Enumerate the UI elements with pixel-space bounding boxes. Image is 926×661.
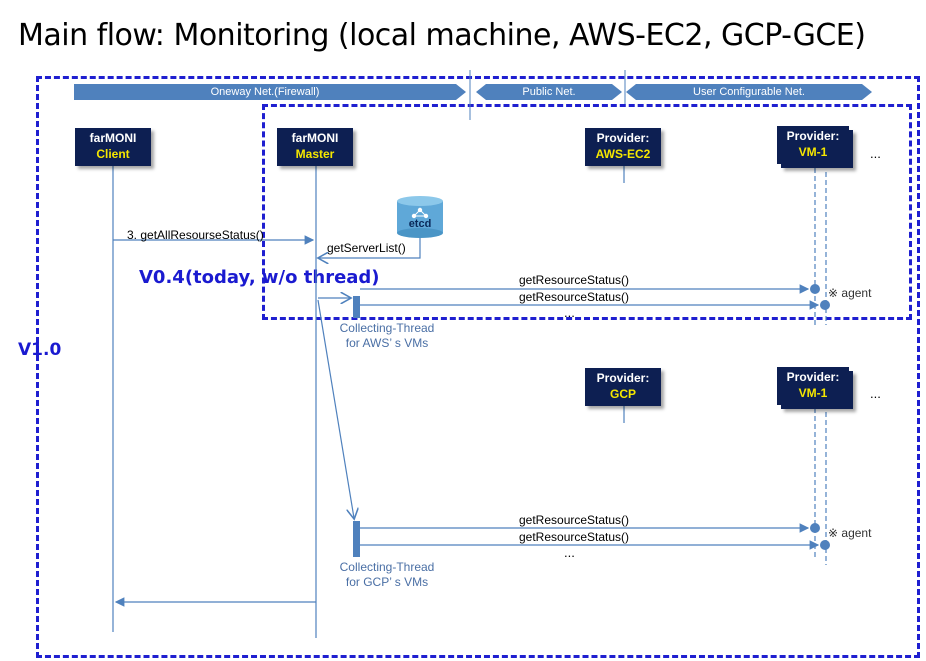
master-actor-line2: Master — [295, 147, 335, 161]
vm1-bottom-line2: VM-1 — [798, 386, 828, 400]
gcp-thread-activation — [353, 521, 360, 557]
agent-node-bottom-2 — [820, 540, 830, 550]
gcp-provider-line1: Provider: — [596, 371, 650, 385]
master-actor: farMONI Master — [277, 128, 353, 166]
spawn-gcp-thread-arrow — [317, 299, 354, 518]
vm1-bottom-line1: Provider: — [786, 370, 840, 384]
oneway-net-band — [74, 84, 466, 100]
gcp-resource-label-2: getResourceStatus() — [519, 530, 630, 544]
gcp-resource-label-1: getResourceStatus() — [519, 513, 630, 527]
aws-provider-line2: AWS-EC2 — [595, 147, 651, 161]
v1-scope-frame — [36, 76, 920, 658]
vm-bottom-ellipsis: ... — [870, 386, 881, 401]
get-server-list-arrow — [319, 232, 421, 258]
gcp-provider-line2: GCP — [609, 387, 636, 401]
vm1-top-actor: Provider: VM-1 — [777, 126, 849, 164]
vm1-bottom-actor: Provider: VM-1 — [777, 367, 849, 405]
aws-resource-label-2: getResourceStatus() — [519, 290, 630, 304]
oneway-net-label: Oneway Net.(Firewall) — [210, 86, 320, 98]
diagram-title: Main flow: Monitoring (local machine, AW… — [18, 18, 866, 53]
aws-resource-label-1: getResourceStatus() — [519, 273, 630, 287]
aws-provider-line1: Provider: — [596, 131, 650, 145]
client-actor-line2: Client — [96, 147, 130, 161]
aws-thread-label: Collecting-Thread for AWS’ s VMs — [330, 321, 444, 351]
v10-scope-label: V1.0 — [18, 340, 62, 360]
user-net-band — [626, 84, 872, 100]
aws-thread-label-line2: for AWS’ s VMs — [345, 336, 429, 350]
agent-node-top-1 — [810, 284, 820, 294]
aws-thread-label-line1: Collecting-Thread — [339, 321, 435, 335]
etcd-label: etcd — [408, 218, 432, 230]
aws-provider-actor: Provider: AWS-EC2 — [585, 128, 661, 166]
aws-resource-ellipsis: ... — [564, 305, 575, 320]
client-actor-line1: farMONI — [89, 131, 137, 145]
agent-node-top-2 — [820, 300, 830, 310]
gcp-thread-label-line1: Collecting-Thread — [339, 560, 435, 574]
gcp-resource-ellipsis: ... — [564, 545, 575, 560]
user-net-label: User Configurable Net. — [693, 86, 805, 98]
gcp-thread-label: Collecting-Thread for GCP’ s VMs — [330, 560, 444, 590]
master-actor-line1: farMONI — [291, 131, 339, 145]
get-all-resource-status-label: 3. getAllResourseStatus() — [127, 228, 264, 242]
vm-top-ellipsis: ... — [870, 146, 881, 161]
agent-label-top: ※ agent — [828, 286, 872, 300]
v04-scope-frame — [262, 104, 912, 320]
vm1-top-line1: Provider: — [786, 129, 840, 143]
aws-thread-activation — [353, 296, 360, 318]
vm1-top-line2: VM-1 — [798, 145, 828, 159]
v04-scope-label: V0.4(today, w/o thread) — [139, 267, 380, 288]
agent-label-bottom: ※ agent — [828, 526, 872, 540]
client-actor: farMONI Client — [75, 128, 151, 166]
gcp-thread-label-line2: for GCP’ s VMs — [345, 575, 429, 589]
agent-node-bottom-1 — [810, 523, 820, 533]
public-net-label: Public Net. — [522, 86, 576, 98]
get-server-list-label: getServerList() — [327, 241, 406, 255]
etcd-database-icon — [397, 196, 443, 238]
gcp-provider-actor: Provider: GCP — [585, 368, 661, 406]
public-net-band — [476, 84, 622, 100]
